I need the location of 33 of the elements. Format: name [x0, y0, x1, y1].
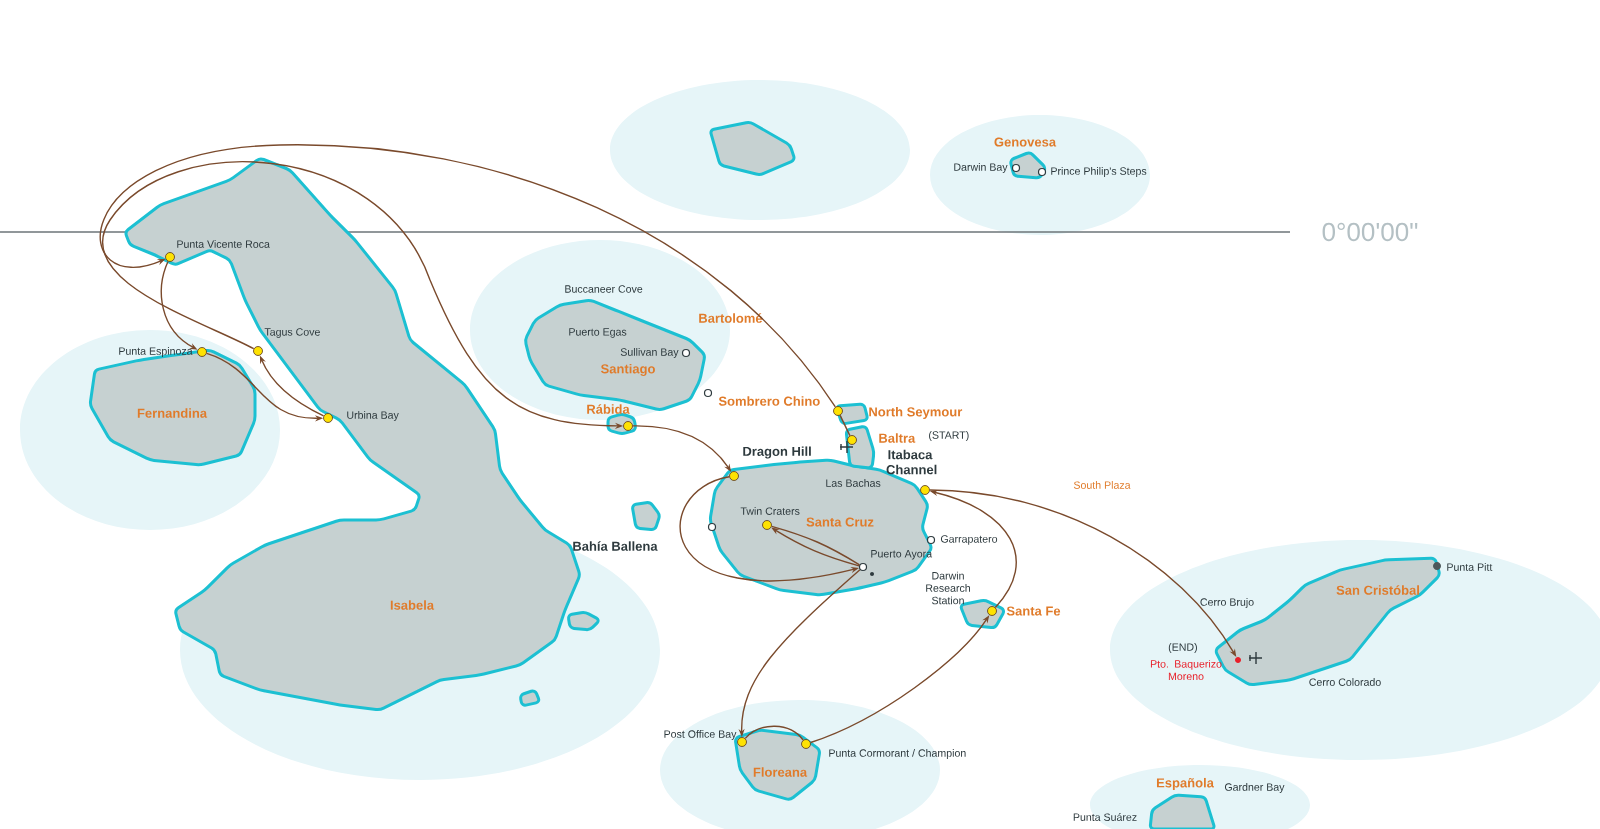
place-label: Prince Philip's Steps — [1037, 167, 1147, 177]
islet — [631, 501, 661, 532]
place-label: Sullivan Bay — [620, 348, 691, 358]
node-label: Twin Craters — [740, 507, 800, 515]
place-label: Las Bachas — [826, 479, 881, 487]
place-label: Punta Suárez — [1073, 813, 1137, 821]
islet — [709, 121, 796, 176]
node-label: Urbina Bay — [347, 411, 399, 421]
node-label: Post Office Bay — [664, 730, 737, 740]
visit-site: Urbina Bay — [323, 411, 399, 423]
node-label: Española — [1156, 777, 1214, 791]
place-label: South Plaza — [1073, 481, 1131, 489]
node-label: Baltra — [879, 433, 916, 443]
node-label: Rábida — [587, 404, 630, 414]
visit-site: Punta Vicente Roca — [165, 240, 270, 262]
node-label: North Seymour — [869, 406, 963, 420]
place-label: (END) — [1168, 643, 1197, 653]
node-label: Punta Vicente Roca — [177, 240, 270, 248]
place-label: Cerro Colorado — [1309, 678, 1381, 686]
islet — [567, 611, 600, 632]
place-label: Sombrero Chino — [703, 388, 820, 406]
islet — [519, 689, 541, 707]
visit-site: Twin Craters — [740, 507, 800, 530]
node-label: Dragon Hill — [743, 446, 811, 459]
node-label: Genovesa — [994, 137, 1057, 147]
route-arrow — [99, 144, 837, 408]
place-label: Darwin Bay — [954, 163, 1021, 173]
latitude-label: 0°00'00" — [1322, 222, 1418, 242]
node-label: Santa Fe — [1006, 606, 1061, 616]
place-label: (START) — [929, 431, 969, 441]
place-label: Gardner Bay — [1224, 783, 1285, 793]
node-label: Punta Cormorant / Champion — [829, 749, 966, 759]
node-label: Tagus Cove — [264, 328, 320, 338]
